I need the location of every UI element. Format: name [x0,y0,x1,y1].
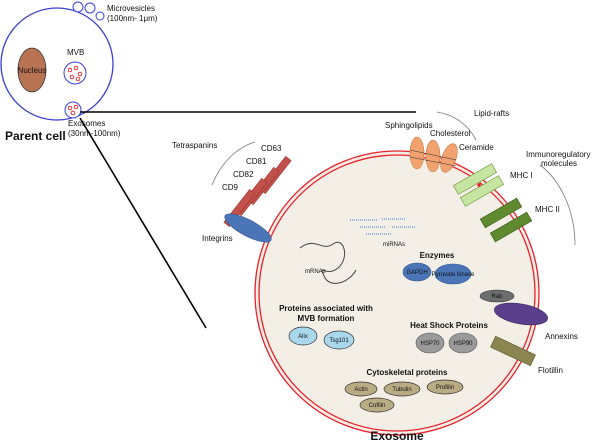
mrnas-strand [299,241,357,284]
exosome-membrane-outer [254,150,540,436]
hsp70-shape [415,332,445,354]
mirnas [350,218,416,235]
annexins-label: Annexins [545,332,578,341]
alix-label: Alix [298,334,308,340]
tsg101-shape [323,330,355,350]
enzymes: Enzymes GAPDH Pyruvate kinase [402,251,475,285]
hsp90-label: HSP90 [453,341,473,347]
enzymes-title: Enzymes [420,251,455,260]
tsg101-label: Tsg101 [329,338,349,344]
tetraspanins-bracket [211,141,256,186]
nucleus [17,47,47,93]
exosome-membrane-inner [258,154,536,432]
heat-shock-title: Heat Shock Proteins [410,321,488,330]
integrin-shape [224,213,272,243]
integrins-label: Integrins [202,234,233,243]
hsp70-label: HSP70 [420,341,440,347]
heat-shock-proteins: Heat Shock Proteins HSP70 HSP90 [410,321,488,354]
exosome-release-pocket [64,101,82,119]
cd81-label: CD81 [246,157,267,166]
exosome: Exosome [254,150,540,443]
mhc1 [452,163,505,207]
cholesterol-shape [425,139,441,173]
annexin-shape [494,302,548,326]
microvesicle [95,11,105,21]
mvb-vesicles [67,65,83,82]
cd9-label: CD9 [222,183,239,192]
ceramide-label: Ceramide [459,143,494,152]
mvb-label: MVB [67,48,84,57]
flotillin-shape [490,335,536,367]
hsp90-shape [448,332,478,354]
exosome-title: Exosome [370,429,424,443]
alix-shape [288,326,318,346]
mhc2 [479,197,533,243]
sphingolipids-label: Sphingolipids [385,121,433,130]
lipid-raft-connectors [409,149,457,167]
mrnas-label: mRNAs [305,269,326,275]
parent-cell-title: Parent cell [5,129,66,143]
nucleus-label: Nucleus [18,66,47,75]
mvb-proteins-title-line1: Proteins associated with [279,304,373,313]
mhc2-label: MHC II [535,205,560,214]
mhc1-label: MHC I [510,171,533,180]
cytoskeletal-title: Cytoskeletal proteins [367,368,448,377]
released-exosomes [67,104,79,116]
mirnas-label: miRNAs [383,242,405,248]
zoom-line-bottom [79,117,207,329]
tetraspanins-label: Tetraspanins [172,141,217,150]
lipid-rafts: Lipid-rafts Sphingolipids Cholesterol Ce… [385,109,509,173]
profilin-label: Profilin [436,385,454,391]
rab-label: Rab [491,294,503,300]
rab-shape [479,289,515,303]
sphingolipid-shape [409,136,425,170]
flotillin-label: Flotillin [538,366,563,375]
tubulin-shape [383,381,421,397]
mvb-proteins-title-line2: MVB formation [298,314,355,323]
cofilin-label: Cofilin [369,403,386,409]
exosomes-label: Exosomes [68,119,105,128]
immunoregulatory-label-line2: molecules [541,159,577,168]
parent-cell-outline [0,7,114,121]
parent-cell: Nucleus MVB Microvesicles (100nm- 1μm) E… [0,1,158,143]
profilin-shape [426,379,464,395]
lipid-rafts-label: Lipid-rafts [474,109,509,118]
cd63-label: CD63 [261,144,282,153]
cytoskeletal-proteins: Cytoskeletal proteins Actin Tubulin Prof… [344,368,464,413]
lipid-shapes [409,136,458,173]
mvb [63,61,87,85]
mvb-proteins: Proteins associated with MVB formation A… [279,304,373,350]
pyruvate-kinase-shape [434,263,472,285]
actin-label: Actin [354,387,367,393]
immunoregulatory-bracket [539,164,576,246]
gapdh-label: GAPDH [406,270,427,276]
exosomes-size: (30nm-100nm) [68,129,121,138]
microvesicle-bud [72,1,84,13]
immunoregulatory-label-line1: Immunoregulatory [526,150,590,159]
immunoregulatory-molecules: Immunoregulatory molecules MHC I MHC II [452,150,590,246]
pyruvate-kinase-label: Pyruvate kinase [432,272,475,278]
cholesterol-label: Cholesterol [430,129,471,138]
integrins: Integrins [202,213,272,243]
actin-shape [344,381,378,397]
microvesicles-label: Microvesicles [107,4,155,13]
cd82-label: CD82 [233,170,254,179]
cofilin-shape [359,397,395,413]
microvesicles-size: (100nm- 1μm) [107,14,158,23]
lipid-rafts-bracket [436,111,477,141]
gapdh-shape [402,262,432,282]
tubulin-label: Tubulin [392,387,411,393]
microvesicle [84,2,96,14]
